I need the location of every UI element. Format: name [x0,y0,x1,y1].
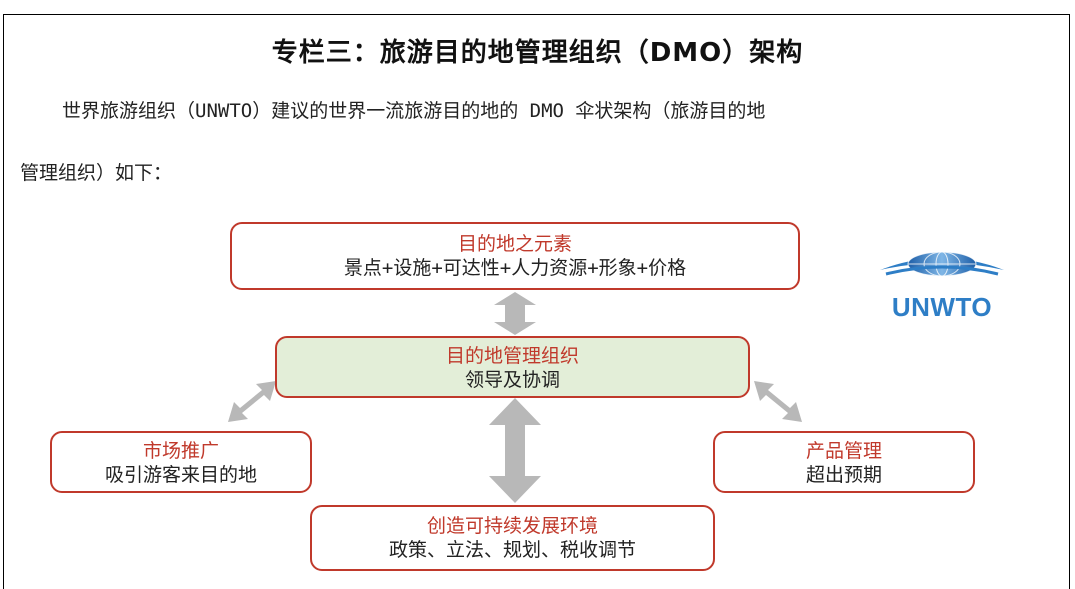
box-sustainable-environment-heading: 创造可持续发展环境 [426,515,598,537]
intro-line-1: 世界旅游组织（UNWTO）建议的世界一流旅游目的地的 DMO 伞状架构（旅游目的… [62,100,766,122]
arrow-center-left [228,381,276,422]
box-dmo: 目的地管理组织 领导及协调 [275,336,750,398]
box-destination-elements-sub: 景点+设施+可达性+人力资源+形象+价格 [343,257,687,279]
content-frame [3,14,1070,589]
unwto-logo-text: UNWTO [891,292,993,322]
box-marketing: 市场推广 吸引游客来目的地 [50,431,312,493]
intro-line-2: 管理组织）如下： [20,162,173,184]
box-dmo-sub: 领导及协调 [464,369,560,391]
page-title: 专栏三：旅游目的地管理组织（DMO）架构 [271,38,804,68]
box-dmo-heading: 目的地管理组织 [445,345,579,367]
arrow-center-bottom [489,398,541,503]
box-sustainable-environment-sub: 政策、立法、规划、税收调节 [388,539,636,561]
box-marketing-sub: 吸引游客来目的地 [104,464,257,486]
box-product-management-heading: 产品管理 [805,440,882,462]
box-sustainable-environment: 创造可持续发展环境 政策、立法、规划、税收调节 [310,505,715,571]
arrow-center-right [754,381,802,422]
box-marketing-heading: 市场推广 [142,440,219,462]
box-destination-elements-heading: 目的地之元素 [457,233,572,255]
box-product-management: 产品管理 超出预期 [713,431,975,493]
box-destination-elements: 目的地之元素 景点+设施+可达性+人力资源+形象+价格 [230,222,800,290]
arrow-top-center [494,292,536,335]
unwto-globe-icon [880,251,1004,277]
box-product-management-sub: 超出预期 [805,464,882,486]
